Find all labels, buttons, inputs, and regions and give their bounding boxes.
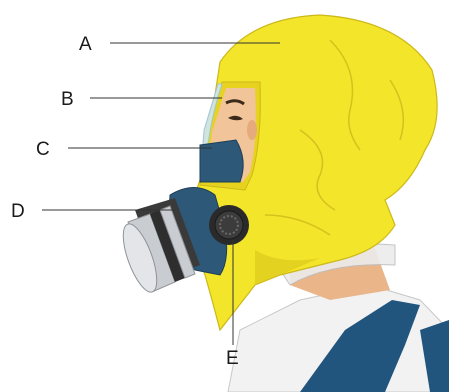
label-e: E bbox=[226, 348, 239, 369]
exhalation-valve bbox=[209, 205, 249, 245]
inner-mask bbox=[200, 140, 243, 182]
label-a: A bbox=[79, 34, 92, 55]
ear bbox=[247, 120, 257, 140]
label-b: B bbox=[61, 89, 74, 110]
label-c: C bbox=[36, 139, 50, 160]
label-d: D bbox=[11, 201, 25, 222]
